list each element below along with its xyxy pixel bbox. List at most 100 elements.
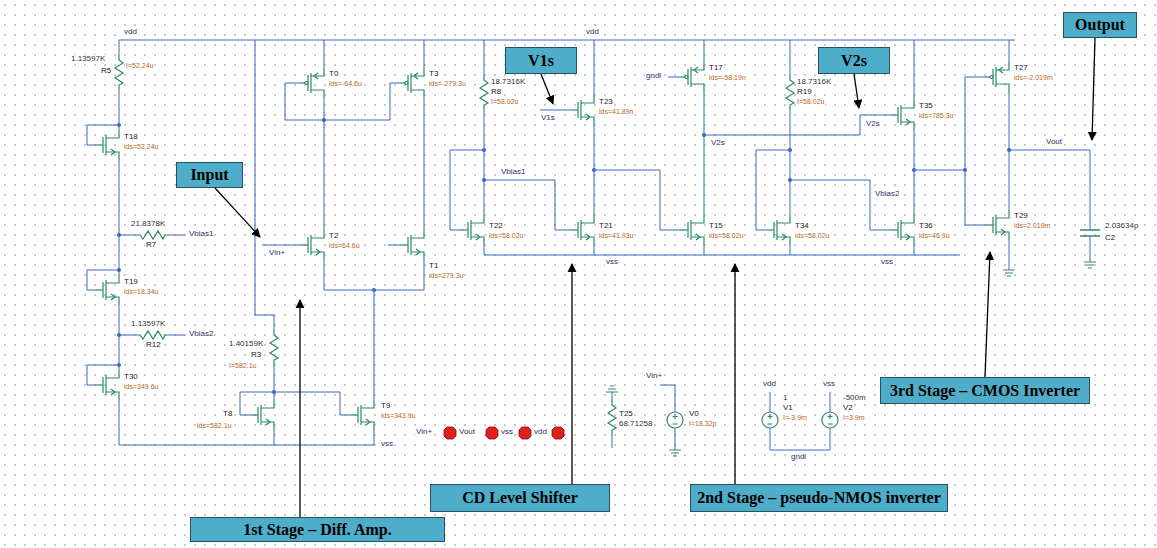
transistor-symbol [890,215,914,245]
net-label: vdd [585,28,600,37]
schematic-part [592,168,596,172]
ground-symbols [606,262,1096,456]
part-name: V0 [688,410,700,419]
third-stage-wires [914,40,1090,270]
schematic-part [482,148,486,152]
operating-point: ids=279.3u [428,272,464,280]
net-label: Vin+ [268,249,286,258]
capacitor-symbol [1080,230,1100,236]
net-label: V1s [540,114,556,123]
resistor-symbol [608,400,616,435]
part-name: T18 [123,133,139,142]
net-label: vdd [762,380,777,389]
part-name: T8 [222,410,233,419]
schematic-part [552,427,564,439]
callout-box: V1s [505,47,577,74]
part-name: T3 [428,70,439,79]
net-label: vss [605,258,619,267]
ground-symbol [1084,262,1096,268]
second-stage-wires [668,40,890,255]
transistor-symbols [95,62,1009,430]
leader-line [541,74,553,104]
callout-box: Input [176,162,243,188]
operating-point: ids=18.34u [123,288,159,296]
operating-point: ids=41.89n [598,108,634,116]
schematic-part [702,133,706,137]
operating-point: ids=-279.3u [428,80,467,88]
callout-text: 3rd Stage – CMOS Inverter [890,382,1080,400]
leader-line [215,188,260,237]
callout-text: V2s [841,52,867,70]
callout-box: 3rd Stage – CMOS Inverter [880,377,1090,404]
part-name: T15 [708,222,724,231]
net-label: vss [500,428,514,437]
wires [87,40,1090,450]
part-name: T17 [708,64,724,73]
transistor-symbol [300,230,324,260]
pin-markers [444,427,564,439]
net-label: Vbias2 [188,330,214,339]
component-value: 1.13597K [70,55,106,64]
component-value: 18.7316K [796,78,832,87]
junction-dots [117,118,1011,394]
part-name: R12 [145,341,162,350]
callout-box: V2s [818,47,890,74]
operating-point: ids=64.6u [328,242,361,250]
net-label: gndl [790,453,807,462]
part-name: T23 [598,98,614,107]
ground-symbol [669,450,681,456]
operating-point: I=58.02u [490,98,519,106]
operating-point: ids=785.3u [918,112,954,120]
operating-point: I=52.24u [125,62,154,70]
leader-line [571,264,572,484]
operating-point: ids=2.019m [1013,222,1051,230]
schematic-part [117,363,121,367]
schematic-part [519,427,531,439]
component-value: -500m [842,394,867,403]
schematic-part [117,268,121,272]
schematic-part [272,390,276,394]
transistor-symbol [400,230,424,260]
part-name: T36 [918,222,934,231]
callout-box: 1st Stage – Diff. Amp. [190,517,445,542]
resistor-symbol [786,75,794,110]
resistor-symbol [115,55,123,90]
net-label: V2s [865,120,881,129]
operating-point: ids=343.9u [380,412,416,420]
part-name: R19 [796,88,813,97]
transistor-symbol [460,215,484,245]
callout-box: 2nd Stage – pseudo-NMOS inverter [690,484,948,512]
part-name: T34 [794,222,810,231]
ground-symbol [1003,270,1015,276]
resistor-symbol [270,330,278,365]
diff-amp-wires [240,40,424,445]
net-label: V2s [710,139,726,148]
transistor-symbol [95,275,119,305]
transistor-symbol [680,215,704,245]
operating-point: ids=58.02u [708,232,744,240]
leader-line [299,300,300,517]
component-value: 2.03634p [1104,222,1139,231]
component-value: 1.40159K [228,340,264,349]
leader-line [1092,38,1095,140]
net-label: Vbias1 [500,168,526,177]
callout-text: CD Level Shifter [462,489,578,507]
schematic-part [963,168,967,172]
net-label: vdd [533,428,548,437]
net-label: vss [880,258,894,267]
callout-leaders [215,38,1095,517]
operating-point: I=18.32p [688,420,717,428]
part-name: R3 [250,351,262,360]
operating-point: ids=-58.19n [708,74,747,82]
operating-point: I=582.1u [228,362,257,370]
net-label: vss [380,440,394,449]
part-name: T1 [428,262,439,271]
vdd-rail [119,40,1015,41]
resistor-symbol [135,231,170,239]
transistor-symbol [95,130,119,160]
ground-symbol [606,386,618,392]
schematic-part [117,333,121,337]
leader-line [854,74,859,108]
transistor-symbol [985,210,1009,240]
